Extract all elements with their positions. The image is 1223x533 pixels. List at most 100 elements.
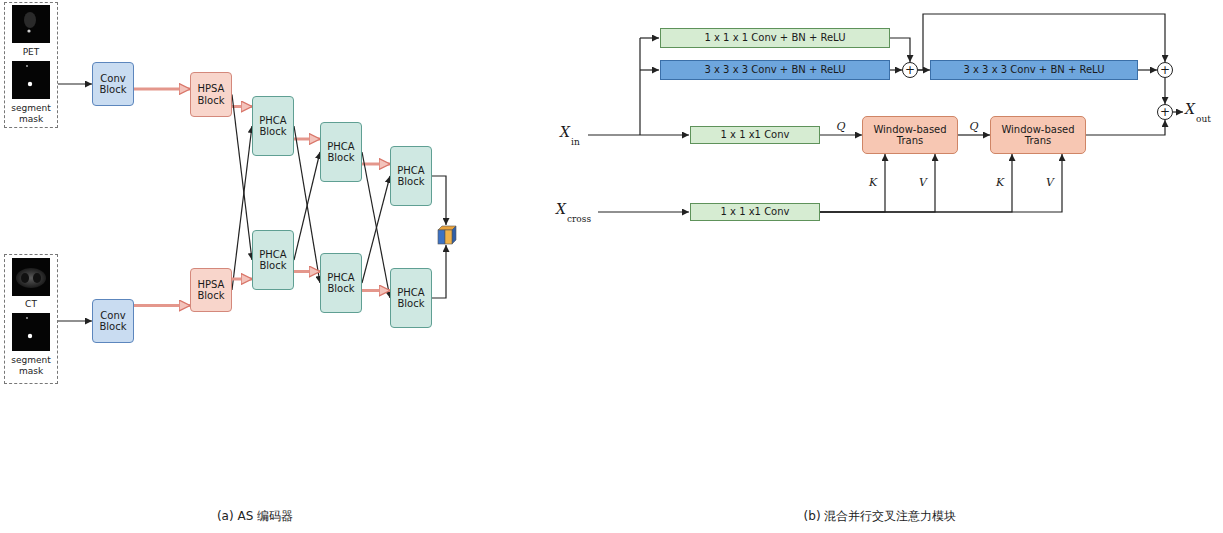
image-caption: segment mask: [7, 103, 55, 125]
ct-lung: [33, 273, 41, 283]
connector: [1086, 120, 1165, 135]
connector: [890, 69, 902, 70]
variable-subscript: out: [1196, 114, 1211, 124]
mask-image: [12, 61, 50, 99]
box-label: PHCA Block: [323, 272, 359, 295]
edge-label: V: [918, 177, 928, 189]
connector: [232, 126, 252, 290]
flow-arrow: [294, 138, 320, 141]
box-label: 3 x 3 x 3 Conv + BN + ReLU: [704, 64, 845, 76]
flow-arrow: [232, 278, 252, 281]
phca-block: PHCA Block: [252, 230, 294, 290]
ct-image: [12, 258, 50, 296]
subfigure-caption: (a) AS 编码器: [217, 508, 293, 525]
input-group: PET segment mask: [4, 2, 58, 128]
variable-name: X: [556, 201, 566, 217]
phca-block: PHCA Block: [252, 96, 294, 156]
conv-box: 3 x 3 x 3 Conv + BN + ReLU: [660, 60, 890, 80]
conv-block: Conv Block: [92, 62, 134, 106]
edge-label: Q: [968, 121, 979, 133]
cross-wire: [598, 211, 689, 212]
flow-arrow: [134, 88, 190, 91]
flow-arrow: [362, 163, 390, 166]
transformer-box: Window-based Trans: [862, 116, 958, 154]
flow-arrow: [362, 289, 390, 292]
box-label: 1 x 1 x1 Conv: [721, 129, 790, 141]
hpsa-block: HPSA Block: [190, 72, 232, 117]
connector: [820, 154, 885, 212]
phca-block: PHCA Block: [390, 146, 432, 206]
box-label: 3 x 3 x 3 Conv + BN + ReLU: [963, 64, 1104, 76]
edge-label: Q: [835, 121, 846, 133]
box-label: PHCA Block: [323, 141, 359, 164]
box-label: +: [1160, 64, 1170, 76]
connector: [294, 126, 320, 283]
connector: [958, 134, 990, 135]
image-caption: PET: [7, 47, 55, 58]
connector: [362, 176, 390, 283]
connector: [820, 154, 935, 212]
box-label: PHCA Block: [255, 115, 291, 138]
sum-node: +: [902, 62, 918, 78]
image-caption: CT: [7, 299, 55, 310]
box-label: +: [905, 64, 915, 76]
pet-uptake: [24, 12, 36, 28]
box-label: Window-based Trans: [865, 124, 955, 147]
conv-box: 1 x 1 x1 Conv: [690, 126, 820, 144]
box-label: PHCA Block: [393, 287, 429, 310]
connector: [1138, 69, 1157, 70]
conv-box: 1 x 1 x1 Conv: [690, 203, 820, 221]
input-group: CT segment mask: [4, 254, 58, 384]
mask-dot: [26, 65, 28, 67]
sum-node: +: [1157, 104, 1173, 120]
connector: [294, 152, 320, 260]
flow-arrow: [294, 270, 320, 273]
box-label: 1 x 1 x1 Conv: [721, 206, 790, 218]
conv-box: 1 x 1 x 1 Conv + BN + ReLU: [660, 28, 890, 48]
fusion-wire: [432, 245, 446, 298]
image-caption: segment mask: [7, 355, 55, 377]
box-label: 1 x 1 x 1 Conv + BN + ReLU: [704, 32, 845, 44]
box-label: PHCA Block: [393, 165, 429, 188]
connector: [1164, 78, 1165, 104]
connector: [362, 152, 390, 298]
box-label: PHCA Block: [255, 249, 291, 272]
output-wire: [1173, 111, 1183, 112]
phca-block: PHCA Block: [320, 122, 362, 182]
connector: [820, 134, 862, 135]
input-wire: [640, 37, 659, 38]
edge-label: K: [868, 177, 878, 189]
connector: [58, 83, 92, 84]
edge-label: V: [1045, 177, 1055, 189]
connector: [232, 95, 252, 261]
input-wire: [588, 134, 689, 135]
fusion-wire: [432, 176, 446, 225]
hpsa-block: HPSA Block: [190, 268, 232, 312]
variable-name: X: [1185, 101, 1195, 117]
flow-arrow: [134, 304, 190, 307]
sum-node: +: [1157, 62, 1173, 78]
flow-arrow: [232, 105, 252, 108]
conv-box: 3 x 3 x 3 Conv + BN + ReLU: [930, 60, 1138, 80]
box-label: HPSA Block: [193, 83, 229, 106]
box-label: Window-based Trans: [993, 124, 1083, 147]
mask-dot: [28, 334, 32, 338]
mask-image: [12, 313, 50, 351]
mask-dot: [28, 82, 32, 86]
box-label: Conv Block: [95, 73, 131, 96]
phca-block: PHCA Block: [390, 268, 432, 328]
pet-image: [12, 5, 50, 43]
subfigure-caption: (b) 混合并行交叉注意力模块: [804, 508, 957, 525]
pet-hotspot: [27, 29, 30, 32]
mask-dot: [26, 317, 28, 319]
ct-body: [16, 268, 46, 288]
edge-label: K: [995, 177, 1005, 189]
box-label: +: [1160, 106, 1170, 118]
connector: [890, 38, 910, 62]
box-label: Conv Block: [95, 310, 131, 333]
input-wire: [640, 69, 659, 70]
phca-block: PHCA Block: [320, 253, 362, 313]
